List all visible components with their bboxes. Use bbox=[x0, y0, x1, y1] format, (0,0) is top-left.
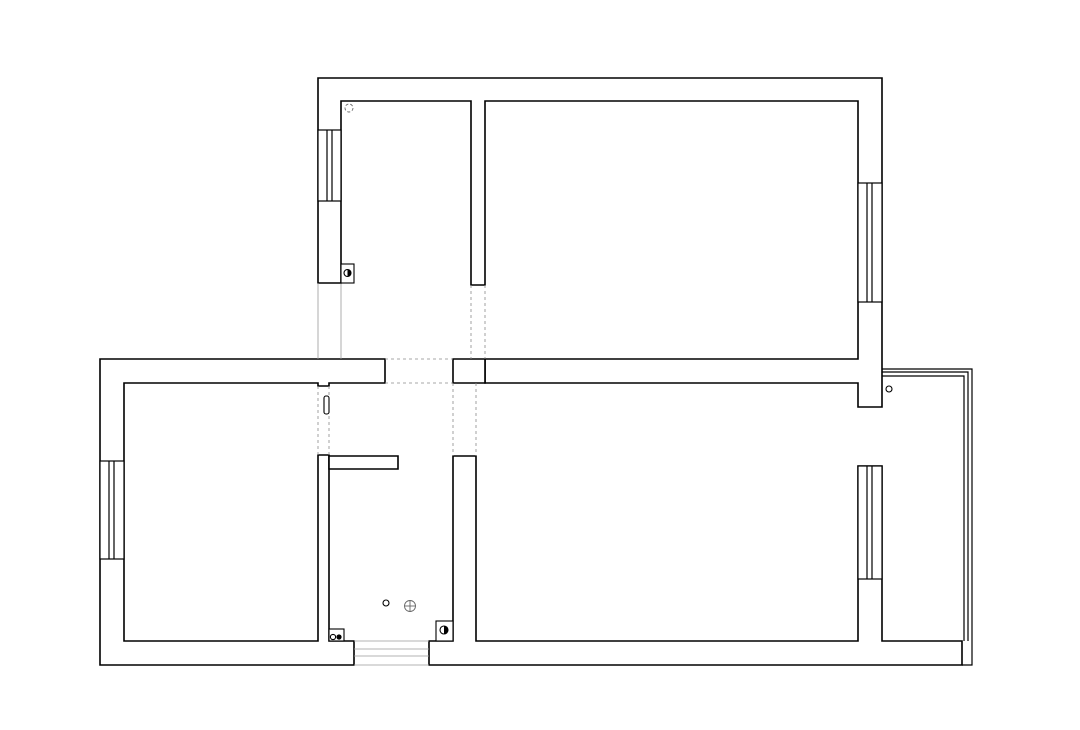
wall-upper-top bbox=[317, 77, 883, 408]
balcony-rail-outer bbox=[882, 368, 973, 666]
drain-point bbox=[382, 599, 390, 607]
opening-guides bbox=[317, 283, 486, 456]
balcony-rail-mid bbox=[882, 371, 969, 641]
window-upper-left bbox=[317, 129, 342, 202]
wall-right-room bbox=[452, 358, 486, 384]
meter-symbol-upper bbox=[340, 263, 355, 284]
window-balcony bbox=[857, 465, 883, 580]
pipe-marker-balcony bbox=[885, 385, 893, 393]
pipe-marker-kitchen bbox=[344, 103, 354, 113]
upper-block bbox=[317, 77, 883, 408]
wall-outlet-stub bbox=[323, 395, 330, 415]
wall-corridor-stub bbox=[328, 455, 399, 470]
entrance-threshold bbox=[354, 640, 429, 666]
balcony bbox=[882, 368, 973, 666]
wall-left-room bbox=[99, 358, 386, 666]
meter-symbol-bathroom bbox=[328, 628, 345, 642]
window-left bbox=[99, 460, 125, 560]
meter-symbol-entry bbox=[435, 620, 454, 642]
lower-block bbox=[99, 358, 963, 666]
floor-drain bbox=[404, 600, 416, 612]
window-upper-right bbox=[857, 182, 883, 303]
balcony-rail-inner bbox=[882, 375, 965, 641]
